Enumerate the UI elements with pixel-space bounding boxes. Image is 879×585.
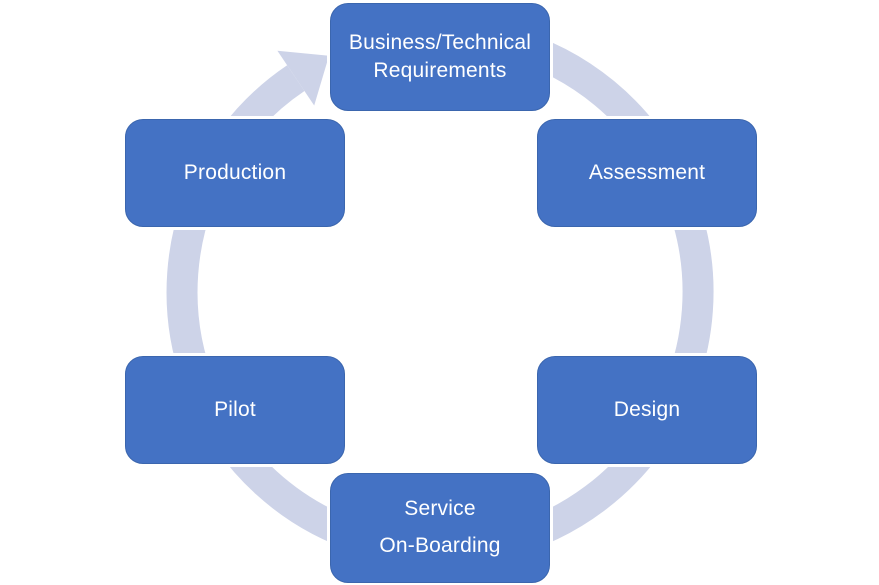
node-pilot: Pilot [125, 356, 345, 464]
node-service-on-boarding: Service On-Boarding [330, 473, 550, 583]
node-label-line: Pilot [214, 397, 256, 421]
node-label-line: Design [613, 397, 681, 421]
node-label-line: Assessment [588, 160, 706, 184]
node-production: Production [125, 119, 345, 227]
node-assessment: Assessment [537, 119, 757, 227]
cycle-arrowhead-icon [277, 50, 329, 106]
node-label-line: Production [183, 160, 287, 184]
node-label-line: On-Boarding [379, 534, 501, 557]
node-design: Design [537, 356, 757, 464]
node-label-line: Service [404, 497, 476, 521]
node-label-line: Requirements [373, 59, 507, 82]
node-business-technical-requirements: Business/Technical Requirements [330, 3, 550, 111]
node-label-line: Business/Technical [348, 30, 532, 54]
